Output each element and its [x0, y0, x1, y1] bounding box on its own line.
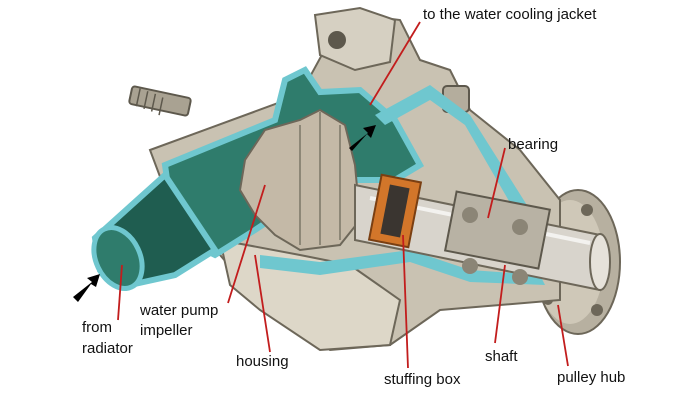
- inlet-stud: [128, 85, 192, 117]
- leader-housing: [254, 254, 271, 353]
- outlet-flow-arrow: [349, 125, 376, 151]
- label-pulley-hub: pulley hub: [557, 369, 626, 386]
- leader-lines: [117, 21, 569, 369]
- leader-impeller: [227, 184, 266, 304]
- label-from-line1: from: [82, 319, 112, 336]
- leader-from-radiator: [117, 264, 123, 321]
- label-shaft: shaft: [485, 348, 518, 365]
- leader-pulley-hub: [557, 304, 569, 367]
- leader-to-jacket: [369, 21, 421, 106]
- label-stuffing-box: stuffing box: [384, 371, 461, 388]
- label-bearing: bearing: [508, 136, 559, 153]
- leader-bearing: [487, 147, 506, 219]
- label-housing: housing: [236, 353, 289, 370]
- inlet-flow-arrow: [73, 274, 100, 302]
- label-from-line2: radiator: [82, 340, 133, 357]
- impeller: [238, 108, 362, 252]
- label-to-water-jacket: to the water cooling jacket: [423, 6, 597, 23]
- label-impeller-line2: impeller: [140, 322, 193, 339]
- label-impeller-line1: water pump: [140, 302, 219, 319]
- stuffing-box: [367, 173, 423, 249]
- leader-shaft: [494, 264, 506, 344]
- bearing: [443, 190, 552, 285]
- housing-cut-face: [260, 250, 545, 285]
- leader-stuffing-box: [402, 234, 409, 369]
